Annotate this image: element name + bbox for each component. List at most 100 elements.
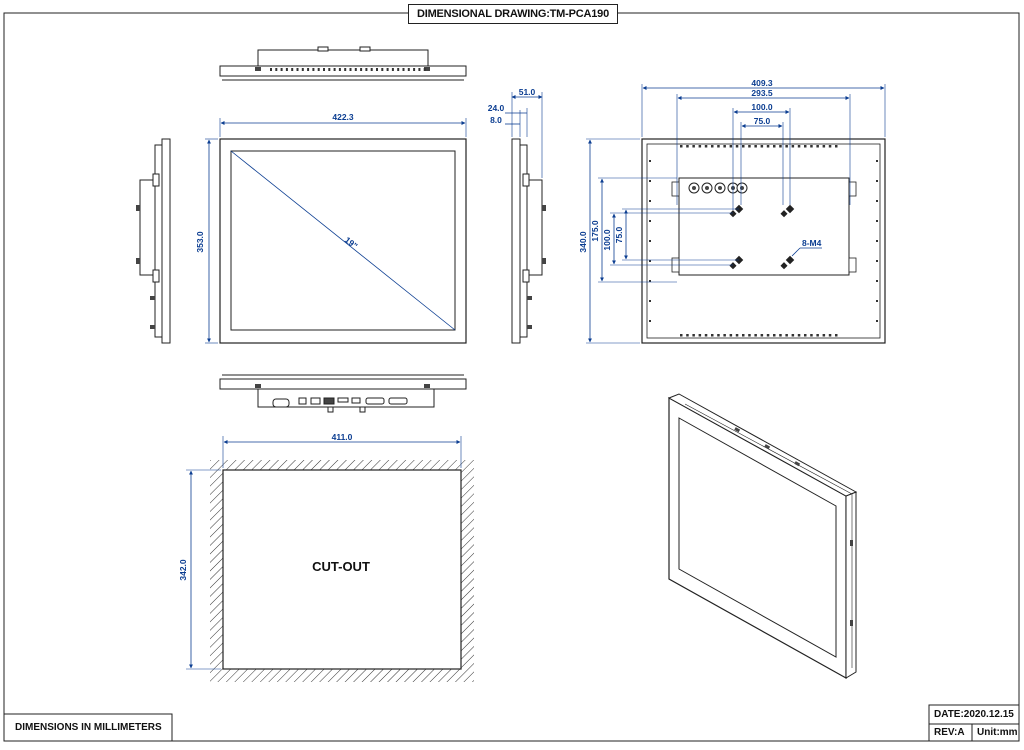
rear-view: [586, 84, 886, 344]
vent-dot: [711, 145, 714, 148]
vent-dot: [804, 334, 807, 337]
side-screw-dot: [876, 320, 878, 322]
side-screw-dot: [876, 200, 878, 202]
top-vent-dot: [386, 68, 389, 71]
bottom-view: [219, 374, 467, 413]
vent-dot: [822, 334, 826, 337]
front-width-label: 422.3: [332, 112, 354, 122]
front-view: 19" 422.3 353.0: [195, 112, 467, 344]
top-vent-dot: [376, 68, 378, 71]
side-depth-label: 51.0: [519, 87, 536, 97]
vent-dot: [748, 145, 751, 148]
rev-label: REV:A: [934, 727, 965, 738]
rear-75-label: 75.0: [754, 116, 771, 126]
drawing-title: DIMENSIONAL DRAWING:TM-PCA190: [408, 4, 618, 24]
date-label: DATE:2020.12.15: [934, 709, 1014, 720]
vent-dot: [785, 334, 788, 337]
side-screw-dot: [649, 200, 651, 202]
vent-dot: [742, 334, 745, 337]
rear-v75-label: 75.0: [614, 226, 624, 243]
units-note: DIMENSIONS IN MILLIMETERS: [15, 722, 162, 733]
vent-dot: [698, 334, 702, 337]
cutout-opening: [222, 469, 462, 670]
top-view: [219, 46, 467, 81]
top-vent-dot: [381, 68, 384, 71]
vent-dot: [810, 334, 813, 337]
diagonal-line: [230, 150, 456, 331]
vent-dot: [791, 334, 795, 337]
top-vent-dot: [402, 68, 405, 71]
top-vent-dot: [270, 68, 272, 71]
footer-frame: [3, 704, 1020, 742]
right-side-view: [505, 92, 546, 344]
rear-v175-label: 175.0: [590, 220, 600, 242]
side-screw-dot: [649, 160, 651, 162]
side-screw-dot: [876, 260, 878, 262]
vent-dot: [704, 145, 708, 148]
side-screw-dot: [876, 240, 878, 242]
vent-dot: [822, 145, 826, 148]
vent-dot: [704, 334, 708, 337]
vent-dot: [692, 334, 695, 337]
cutout-view: [186, 436, 474, 682]
side-screw-dot: [649, 180, 651, 182]
cutout-height-label: 342.0: [178, 559, 188, 581]
vent-dot: [828, 145, 832, 148]
side-screw-dot: [876, 300, 878, 302]
top-vent-dot: [338, 68, 341, 71]
top-vent-dot: [418, 68, 421, 71]
vent-dot: [680, 334, 683, 337]
top-vent-dot: [291, 68, 294, 71]
vent-dot: [773, 145, 776, 148]
isometric-view: [667, 393, 858, 680]
vent-dot: [717, 145, 720, 148]
top-vent-dot: [296, 68, 299, 71]
rear-height-label: 340.0: [578, 231, 588, 253]
top-vent-dot: [344, 68, 347, 71]
vent-dot: [835, 145, 838, 148]
side-screw-dot: [649, 260, 651, 262]
vent-dot: [760, 334, 764, 337]
front-height-label: 353.0: [195, 231, 205, 253]
side-bezel-label: 8.0: [490, 115, 502, 125]
top-vent-dot: [413, 68, 416, 71]
vent-dot: [698, 145, 702, 148]
vent-dot: [680, 145, 683, 148]
vent-dot: [785, 145, 788, 148]
vent-dot: [828, 334, 832, 337]
rear-connectors: [688, 182, 748, 194]
vent-dot: [686, 145, 689, 148]
vent-dot: [754, 145, 757, 148]
vent-dot: [804, 145, 807, 148]
top-vent-dot: [312, 68, 315, 71]
vent-dot: [766, 145, 770, 148]
vent-dot: [791, 145, 795, 148]
top-vent-dot: [307, 68, 310, 71]
sheet-border: [3, 12, 1020, 742]
top-vent-dot: [333, 68, 336, 71]
vent-dot: [748, 334, 751, 337]
vent-dot: [816, 145, 819, 148]
vent-dot: [816, 334, 819, 337]
rear-100-label: 100.0: [751, 102, 773, 112]
cutout-width-label: 411.0: [332, 432, 353, 442]
vent-dot: [779, 145, 782, 148]
top-vent-dot: [407, 68, 410, 71]
vent-dot: [686, 334, 689, 337]
vent-dot: [754, 334, 757, 337]
top-vent-dot: [317, 68, 320, 71]
rear-v100-label: 100.0: [602, 229, 612, 251]
vent-dot: [760, 145, 764, 148]
top-vent-dot: [280, 68, 283, 71]
vent-dot: [742, 145, 745, 148]
vent-dot: [723, 334, 726, 337]
vent-dot: [717, 334, 720, 337]
side-screw-dot: [649, 220, 651, 222]
vent-dot: [835, 334, 838, 337]
vent-dot: [766, 334, 770, 337]
vent-dot: [797, 145, 801, 148]
top-vent-dot: [423, 68, 426, 71]
vent-dot: [711, 334, 714, 337]
